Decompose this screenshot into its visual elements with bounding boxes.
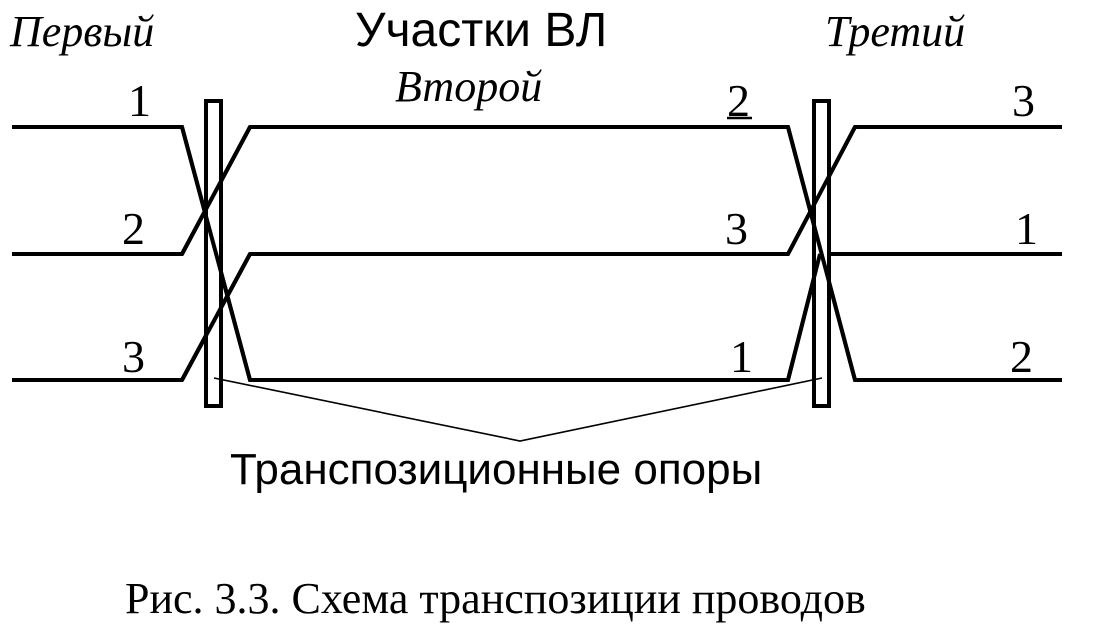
- wire-label-second-1: 1: [730, 331, 753, 382]
- pole-leader-lines: [213, 377, 823, 442]
- wire-crossing-left-b: [180, 126, 252, 255]
- wire-label-first-1: 1: [128, 75, 151, 126]
- section-first-label: Первый: [9, 7, 154, 56]
- wire-bottom-left: [12, 125, 1062, 382]
- wire-crossing-right-a: [786, 253, 822, 381]
- section-header-label: Участки ВЛ: [355, 4, 607, 57]
- figure-caption: Рис. 3.3. Схема транспозиции проводов: [125, 574, 866, 623]
- wire-label-second-2: 2: [727, 75, 750, 126]
- poles-label: Транспозиционные опоры: [230, 445, 762, 494]
- wire-label-third-3: 3: [1012, 75, 1035, 126]
- wire-label-third-1: 1: [1015, 203, 1038, 254]
- wire-label-third-2: 2: [1010, 331, 1033, 382]
- wire-crossing-left-a: [180, 126, 252, 381]
- wire-crossing-right-b: [786, 126, 857, 381]
- wire-label-second-3: 3: [725, 203, 748, 254]
- wire-crossing-right-c: [786, 126, 857, 255]
- section-second-label: Второй: [395, 62, 542, 111]
- wire-crossing-left-c: [180, 253, 252, 381]
- wire-label-first-2: 2: [122, 203, 145, 254]
- wire-middle: [12, 125, 1062, 382]
- section-third-label: Третий: [825, 7, 965, 56]
- wire-label-first-3: 3: [122, 331, 145, 382]
- transposition-pole-left: [204, 99, 223, 408]
